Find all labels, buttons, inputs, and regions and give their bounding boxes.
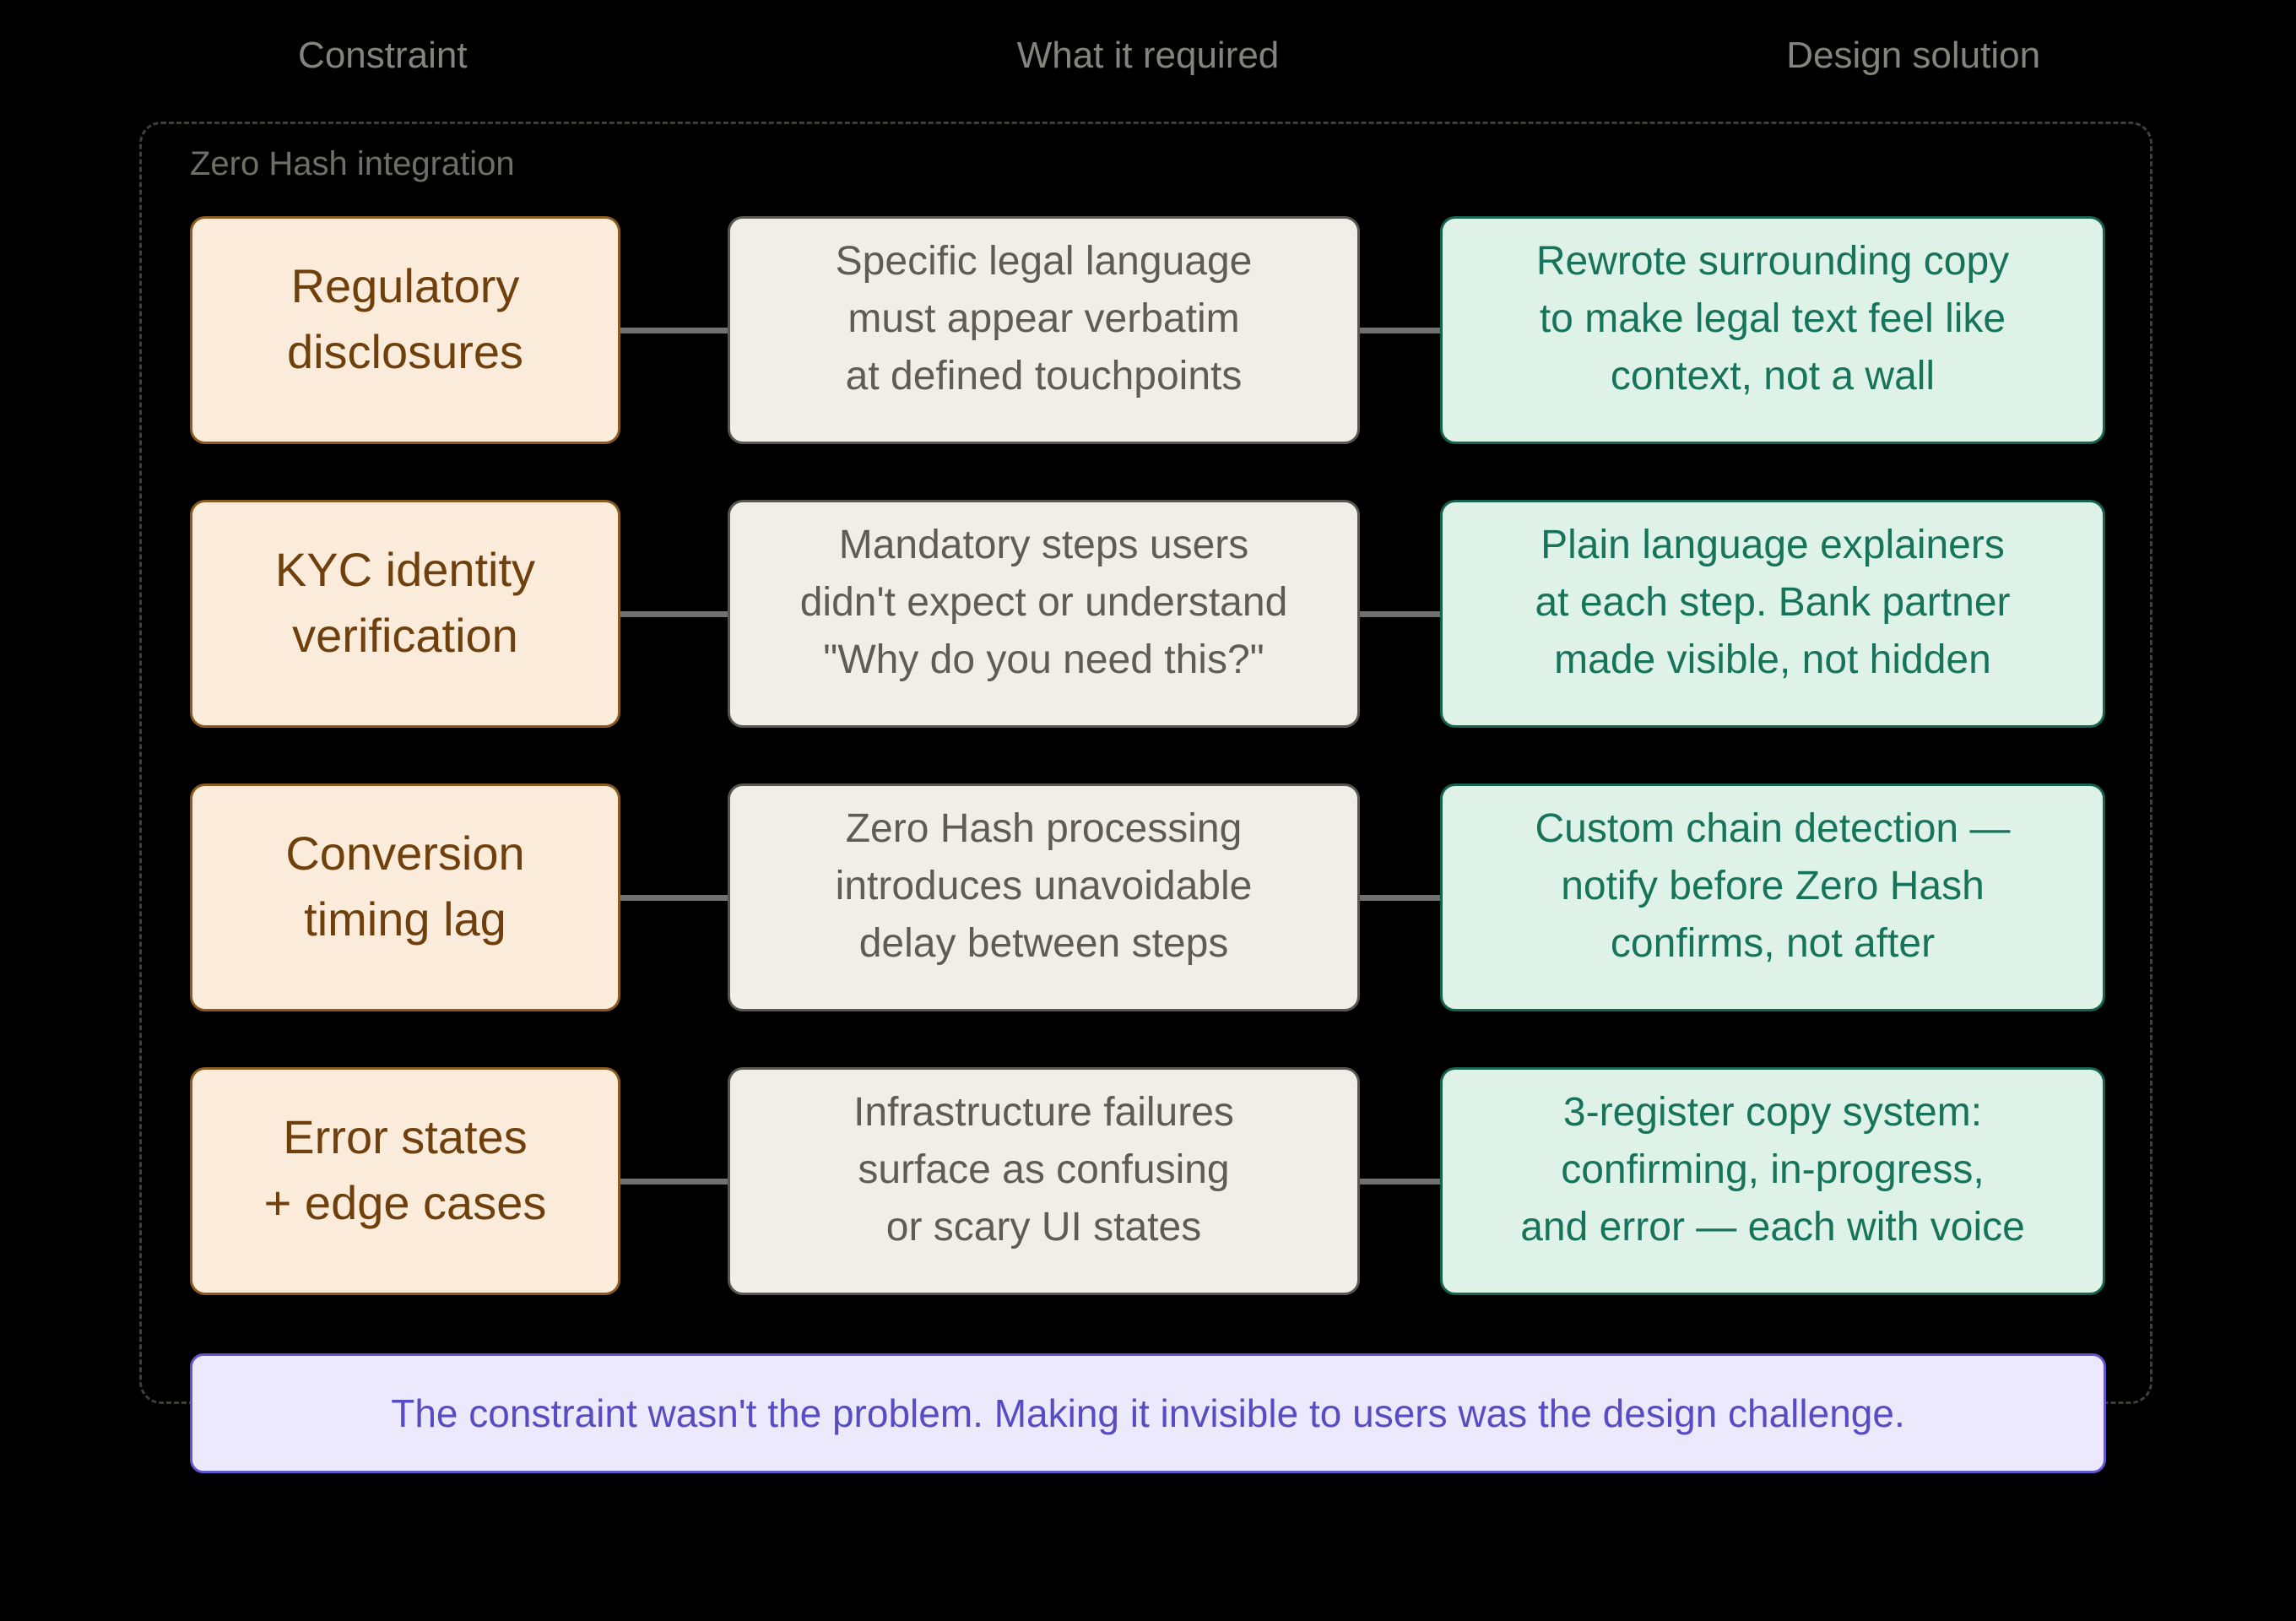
connector-line (1360, 1178, 1440, 1185)
column-headers: Constraint What it required Design solut… (0, 30, 2296, 81)
solution-text: Plain language explainers at each step. … (1535, 523, 2011, 682)
connector-line (1360, 894, 1440, 901)
connector-line (620, 894, 728, 901)
takeaway-banner: The constraint wasn't the problem. Makin… (190, 1353, 2106, 1473)
requirement-text: Specific legal language must appear verb… (835, 239, 1253, 398)
solution-text: 3-register copy system: confirming, in-p… (1520, 1090, 2025, 1250)
requirement-text: Zero Hash processing introduces unavoida… (835, 806, 1253, 966)
header-what-it-required: What it required (1016, 35, 1280, 76)
requirement-box: Mandatory steps users didn't expect or u… (728, 500, 1360, 728)
diagram-row-kyc: KYC identity verification Mandatory step… (190, 500, 2106, 728)
connector-line (1360, 610, 1440, 617)
constraint-box: KYC identity verification (190, 500, 620, 728)
requirement-box: Specific legal language must appear verb… (728, 216, 1360, 444)
header-constraint: Constraint (298, 35, 468, 76)
constraint-box: Error states + edge cases (190, 1067, 620, 1295)
constraint-text: Error states + edge cases (263, 1110, 547, 1229)
diagram-row-conversion: Conversion timing lag Zero Hash processi… (190, 783, 2106, 1011)
constraint-text: Regulatory disclosures (286, 259, 524, 378)
requirement-box: Zero Hash processing introduces unavoida… (728, 783, 1360, 1011)
requirement-box: Infrastructure failures surface as confu… (728, 1067, 1360, 1295)
header-design-solution: Design solution (1786, 35, 2041, 76)
group-label: Zero Hash integration (190, 145, 515, 182)
solution-text: Rewrote surrounding copy to make legal t… (1535, 239, 2010, 398)
connector-line (620, 327, 728, 333)
takeaway-text: The constraint wasn't the problem. Makin… (391, 1391, 1905, 1435)
connector-line (620, 1178, 728, 1185)
constraint-text: KYC identity verification (274, 543, 536, 662)
requirement-text: Mandatory steps users didn't expect or u… (799, 523, 1288, 682)
solution-box: Rewrote surrounding copy to make legal t… (1440, 216, 2105, 444)
constraint-box: Regulatory disclosures (190, 216, 620, 444)
constraint-box: Conversion timing lag (190, 783, 620, 1011)
solution-box: 3-register copy system: confirming, in-p… (1440, 1067, 2105, 1295)
connector-line (1360, 327, 1440, 333)
diagram-row-regulatory: Regulatory disclosures Specific legal la… (190, 216, 2106, 444)
solution-box: Plain language explainers at each step. … (1440, 500, 2105, 728)
zero-hash-group-content: Zero Hash integration Regulatory disclos… (190, 142, 2106, 1473)
diagram-row-error-states: Error states + edge cases Infrastructure… (190, 1067, 2106, 1295)
solution-text: Custom chain detection — notify before Z… (1535, 806, 2011, 966)
requirement-text: Infrastructure failures surface as confu… (853, 1090, 1234, 1250)
constraint-text: Conversion timing lag (285, 827, 525, 946)
connector-line (620, 610, 728, 617)
solution-box: Custom chain detection — notify before Z… (1440, 783, 2105, 1011)
